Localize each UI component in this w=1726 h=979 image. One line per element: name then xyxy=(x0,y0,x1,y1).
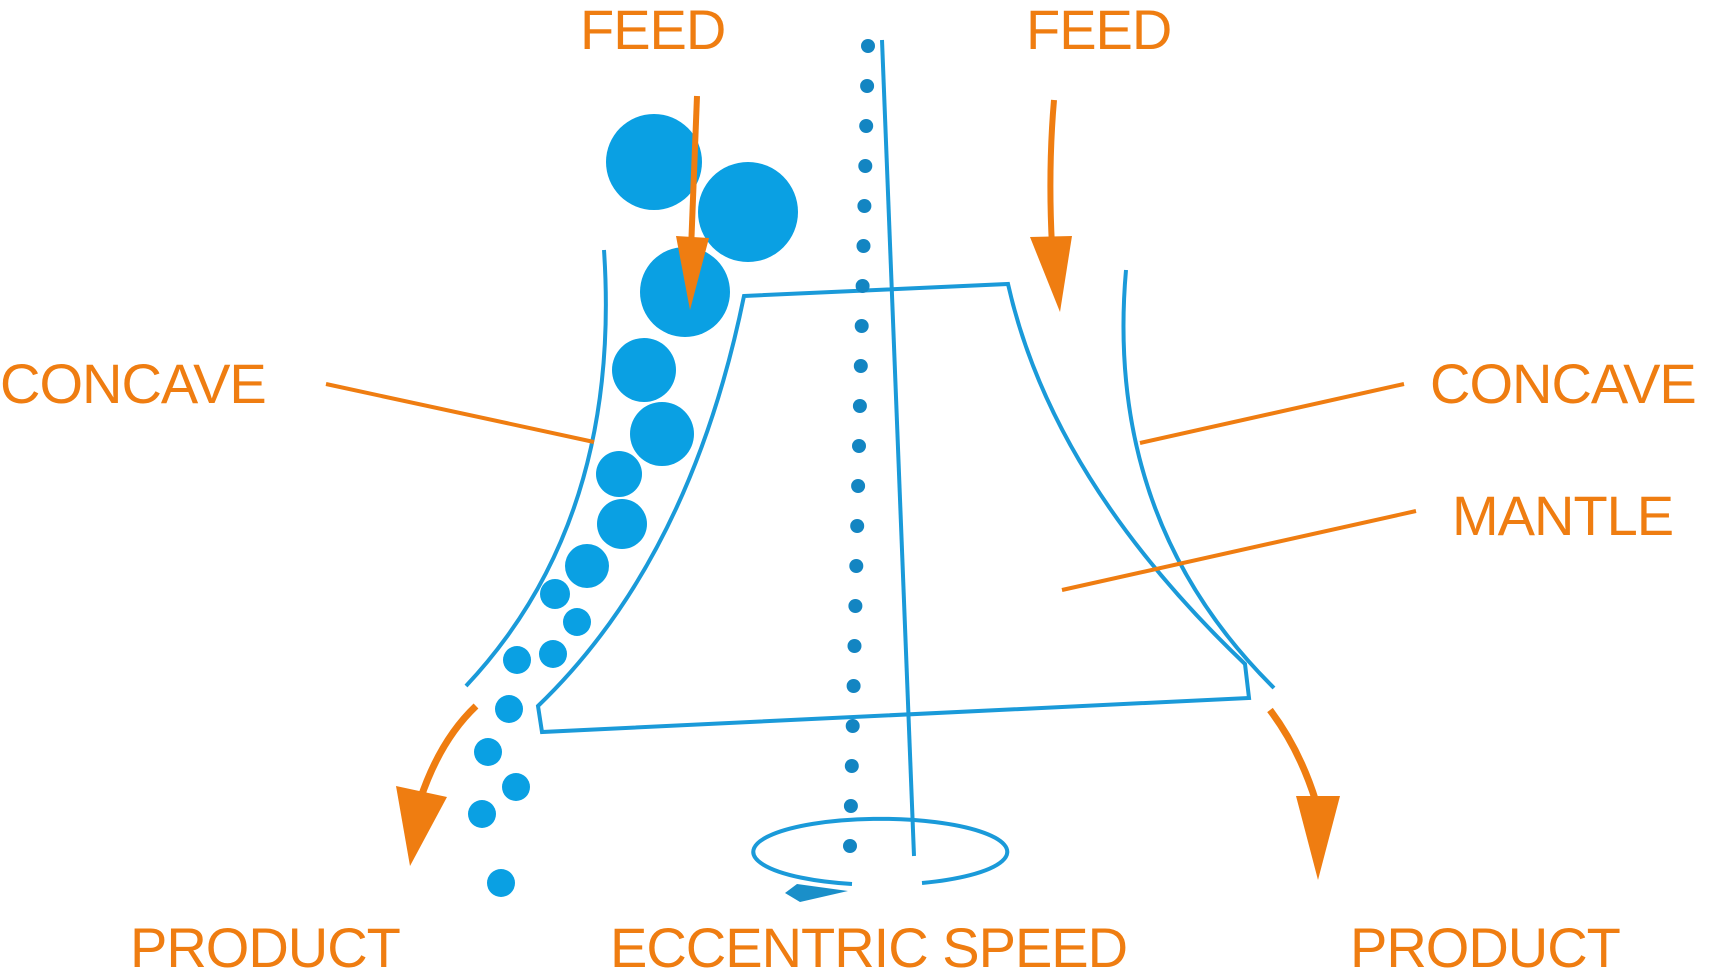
axis-dot xyxy=(854,319,869,333)
concave-left-label: CONCAVE xyxy=(0,352,267,415)
feed-particle xyxy=(698,162,798,262)
feed-particle xyxy=(563,608,591,636)
axis-dot xyxy=(856,239,871,253)
mantle-outline xyxy=(535,281,1252,735)
feed-particle xyxy=(640,247,730,337)
feed-particle xyxy=(474,738,502,766)
axis-dot xyxy=(850,519,865,533)
axis-dot xyxy=(859,119,874,133)
rotation-arrow-icon xyxy=(785,884,848,902)
feed-particle xyxy=(597,499,647,549)
mantle-leader xyxy=(1061,509,1417,592)
axis-dot xyxy=(845,719,860,733)
axis-dot xyxy=(847,639,862,653)
product-arrow-left-icon xyxy=(396,703,479,866)
feed-particle xyxy=(565,544,609,588)
feed-particle xyxy=(487,869,515,897)
concave-right-leader xyxy=(1139,382,1405,445)
center-axis-dots xyxy=(843,39,875,853)
axis-dot xyxy=(848,599,863,613)
axis-dot xyxy=(844,759,859,773)
feed-particle xyxy=(630,402,694,466)
feed-particle xyxy=(540,579,570,609)
feed-particle xyxy=(606,114,702,210)
axis-dot xyxy=(846,679,861,693)
concave-right-label: CONCAVE xyxy=(1430,352,1697,415)
feed-right-label: FEED xyxy=(1026,0,1172,61)
axis-dot xyxy=(860,79,875,93)
feed-particles xyxy=(468,114,798,897)
axis-dot xyxy=(843,799,858,813)
feed-particle xyxy=(503,646,531,674)
mantle-label: MANTLE xyxy=(1452,484,1674,547)
axis-dot xyxy=(849,559,864,573)
feed-particle xyxy=(468,800,496,828)
feed-particle xyxy=(596,451,642,497)
feed-left-label: FEED xyxy=(580,0,726,61)
axis-dot xyxy=(851,479,866,493)
rotation-ellipse xyxy=(751,816,1010,886)
axis-dot xyxy=(858,159,873,173)
axis-dot xyxy=(843,839,857,853)
axis-dot xyxy=(852,399,867,413)
feed-particle xyxy=(502,773,530,801)
right-concave-liner xyxy=(1121,269,1276,690)
feed-particle xyxy=(539,640,567,668)
eccentric-speed-label: ECCENTRIC SPEED xyxy=(610,916,1128,979)
axis-dot xyxy=(852,439,866,453)
eccentric-shaft-line xyxy=(880,39,916,857)
feed-particle xyxy=(612,338,676,402)
left-concave-liner xyxy=(464,249,608,688)
feed-particle xyxy=(495,695,523,723)
product-arrow-right-icon xyxy=(1267,707,1340,880)
product-right-label: PRODUCT xyxy=(1350,916,1621,979)
product-left-label: PRODUCT xyxy=(130,916,401,979)
feed-arrow-left-icon xyxy=(676,95,709,310)
axis-dot xyxy=(853,359,868,373)
axis-dot xyxy=(855,279,870,293)
feed-arrow-right-icon xyxy=(1030,99,1072,312)
axis-dot xyxy=(857,199,872,213)
concave-left-leader xyxy=(325,382,595,444)
axis-dot xyxy=(861,39,875,53)
